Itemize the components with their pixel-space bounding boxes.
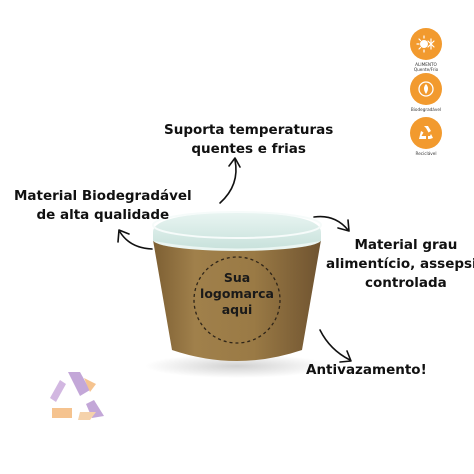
logo-dashed-circle [193, 256, 281, 344]
callout-food-grade: Material grau alimentício, assepsia cont… [326, 236, 474, 293]
cup-body [153, 240, 321, 361]
badge-hot-cold-caption-2: Quente/Frio [413, 67, 439, 72]
callout-biodegradable-line-2: de alta qualidade [36, 207, 170, 223]
cup-inner-wall [153, 212, 321, 249]
badge-biodegradable-caption: Biodegradável [410, 107, 442, 112]
badge-recyclable-caption: Reciclável [415, 151, 437, 156]
callout-temperature-line-2: quentes e frias [191, 141, 306, 157]
callout-food-grade-line-1: Material grau [354, 237, 458, 253]
callout-temperature: Suporta temperaturas quentes e frias [164, 121, 333, 159]
arrow-right-icon [313, 215, 350, 232]
callout-food-grade-line-2: alimentício, assepsia [326, 256, 474, 272]
arrow-up-icon [219, 157, 241, 204]
recycle-icon [410, 117, 442, 149]
cup-logo-line-1: Sua [223, 270, 251, 285]
cup-shadow [145, 354, 329, 378]
callout-anti-leak: Antivazamento! [306, 361, 427, 380]
badge-hot-cold-caption-1: ALIMENTO [415, 62, 437, 67]
badge-hot-cold: ALIMENTO Quente/Frio [408, 28, 444, 72]
hot-cold-icon [410, 28, 442, 60]
biodegradable-icon [410, 73, 442, 105]
recycle-watermark-icon [50, 372, 104, 420]
callout-biodegradable-line-1: Material Biodegradável [14, 188, 192, 204]
cup-logo-placeholder: Sua logomarca aqui [190, 270, 284, 318]
callout-anti-leak-line-1: Antivazamento! [306, 362, 427, 378]
cup-logo-line-3: aqui [221, 302, 253, 317]
cup-rim-edge [152, 211, 322, 239]
cup-logo-line-2: logomarca [200, 286, 274, 301]
callout-food-grade-line-3: controlada [365, 275, 447, 291]
badge-biodegradable: Biodegradável [408, 73, 444, 112]
arrow-down-right-icon [319, 329, 352, 363]
callout-temperature-line-1: Suporta temperaturas [164, 122, 334, 138]
arrow-left-icon [117, 229, 153, 250]
badge-recyclable: Reciclável [408, 117, 444, 156]
callout-biodegradable: Material Biodegradável de alta qualidade [14, 187, 192, 225]
paper-cup [145, 211, 329, 378]
